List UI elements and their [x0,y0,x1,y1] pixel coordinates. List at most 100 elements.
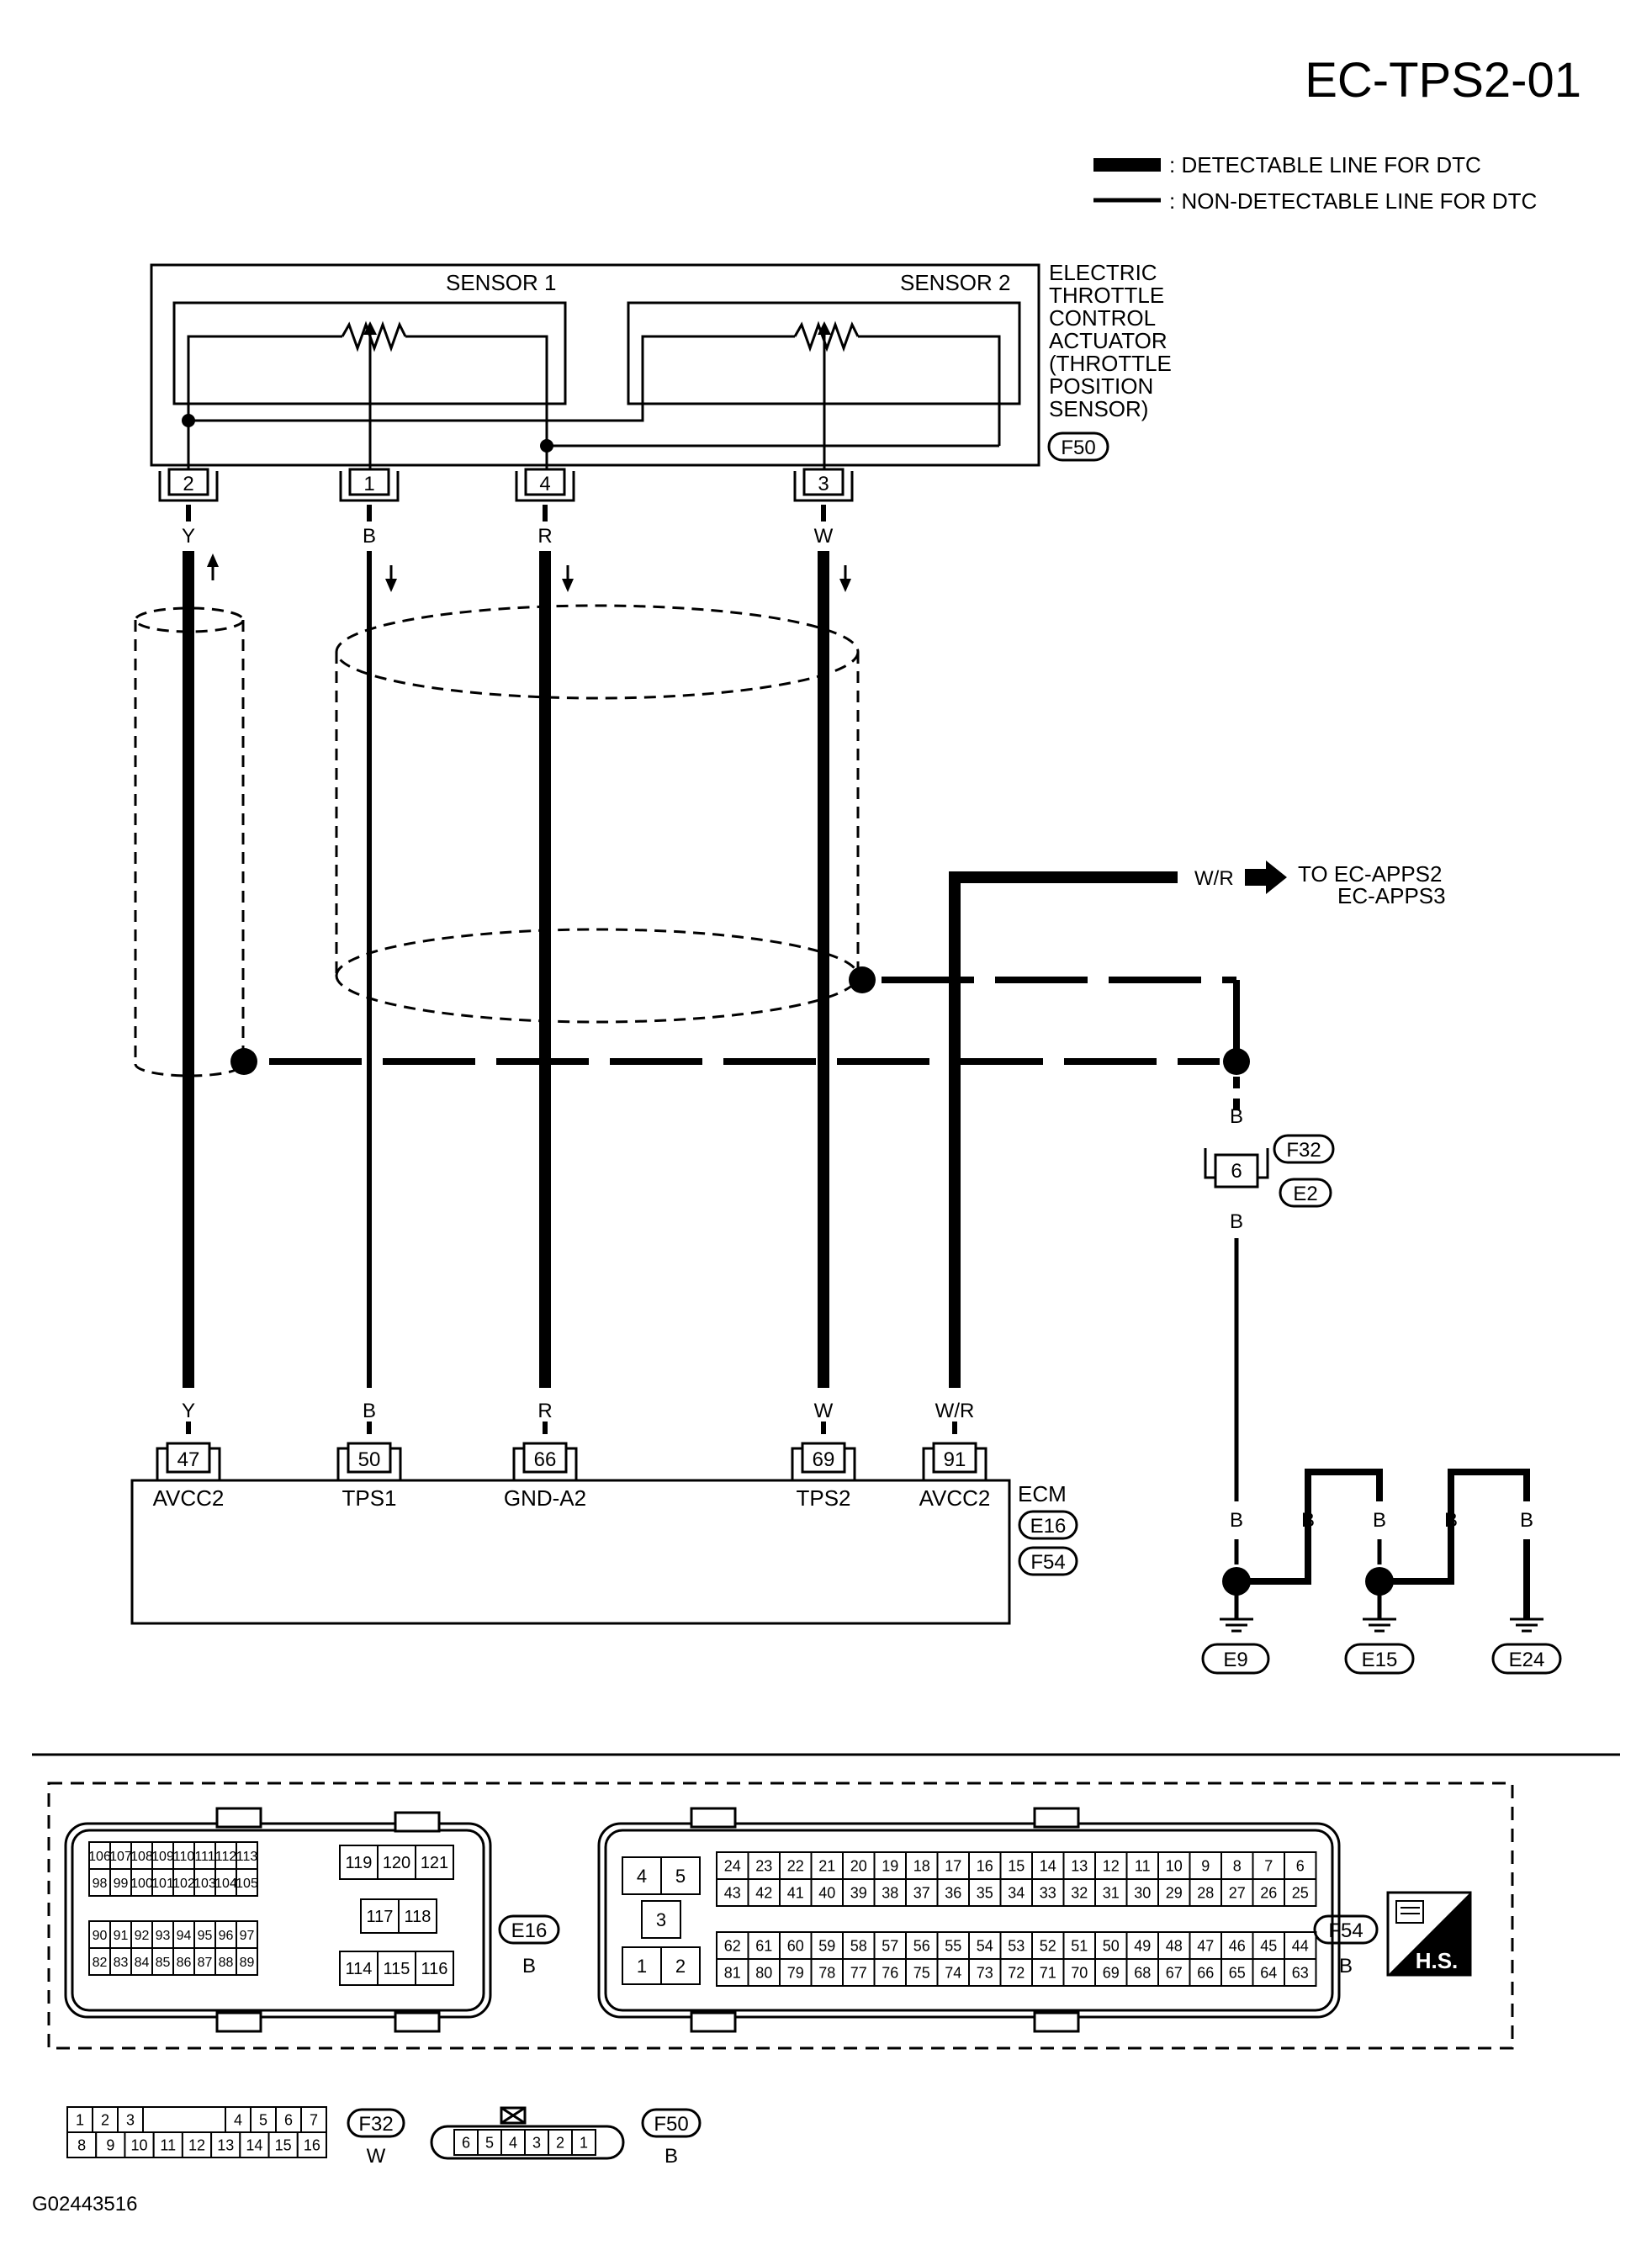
actuator-name-line1: ELECTRIC [1049,260,1157,285]
ecm-terminal-47: 47 [177,1448,200,1471]
f54-pin-54-label: 54 [977,1937,993,1954]
f32-pin-7: 7 [300,2106,327,2133]
ground-wire-color-3: B [1373,1509,1386,1532]
f54-pin-53-label: 53 [1008,1937,1025,1954]
f54-pin-19-label: 19 [882,1857,898,1874]
f54-pin-16-label: 16 [977,1857,993,1874]
sensor1-label: SENSOR 1 [446,270,557,295]
connector-tag-f50 [1047,431,1109,462]
e16-pin-112-label: 112 [215,1850,237,1864]
f54-pin-10: 10 [1157,1851,1191,1880]
f50-pin-3: 3 [524,2129,549,2156]
ecm-pin-name-gnd-a2: GND-A2 [504,1485,586,1511]
f54-pin-33: 33 [1031,1878,1065,1907]
connector-tag-f54-label: F54 [1030,1551,1065,1574]
f54-pin-77: 77 [842,1958,876,1987]
f54-pin-3: 3 [641,1900,681,1939]
f54-pin-30: 30 [1125,1878,1159,1907]
f54-pin-42-label: 42 [755,1884,772,1901]
shield-splice-node [1223,1048,1250,1075]
e16-pin-117: 117 [360,1898,400,1934]
ecm-wire-color-69: W [814,1400,834,1422]
f54-pin-80: 80 [747,1958,781,1987]
e16-pin-88-label: 88 [219,1956,234,1970]
e16-pin-99: 99 [109,1868,132,1897]
f54-pin-43: 43 [716,1878,749,1907]
e16-pin-99-label: 99 [114,1877,129,1891]
f50-pin-4-label: 4 [509,2134,517,2151]
f54-pin-60: 60 [779,1931,813,1960]
legend-detectable-label: : DETECTABLE LINE FOR DTC [1169,152,1481,177]
f54-pin-44: 44 [1284,1931,1317,1960]
f54-pin-40-label: 40 [818,1884,835,1901]
f54-pin-15: 15 [999,1851,1033,1880]
hs-label: H.S. [1416,1948,1459,1973]
ground-wire-color-2: B [1301,1509,1315,1532]
actuator-name-line5: (THROTTLE [1049,351,1172,376]
e16-pin-114-label: 114 [346,1960,373,1978]
e16-pin-82-label: 82 [93,1956,108,1970]
throttle-actuator [150,263,1040,471]
f32-pin-11: 11 [152,2131,183,2158]
e16-pin-111-label: 111 [194,1850,214,1864]
f54-pin-17: 17 [936,1851,970,1880]
e16-pin-108: 108 [130,1841,153,1870]
e16-pin-88: 88 [214,1947,237,1976]
f54-pin-75: 75 [905,1958,939,1987]
f54-pin-41: 41 [779,1878,813,1907]
f54-pin-18-label: 18 [913,1857,930,1874]
f32-pin-14-label: 14 [246,2136,262,2153]
f32-pin-2: 2 [92,2106,119,2133]
connector-tag-e2 [1279,1178,1332,1208]
e16-pin-118: 118 [398,1898,437,1934]
e16-pin-87: 87 [193,1947,216,1976]
f54-pin-24: 24 [716,1851,749,1880]
f54-pin-65-label: 65 [1229,1964,1246,1981]
connector-view-tag-f50 [641,2108,702,2138]
ground-tag-e15 [1344,1643,1415,1675]
ecm-terminal-connectors [156,1442,987,1480]
e16-pin-92: 92 [130,1920,153,1949]
ground-wire-color-4: B [1444,1509,1458,1532]
f32-pin-12-label: 12 [188,2136,205,2153]
f32-pin-4-label: 4 [234,2111,242,2128]
actuator-name-line7: SENSOR) [1049,396,1148,421]
ground-label-e15: E15 [1362,1649,1398,1671]
f54-pin-38: 38 [873,1878,907,1907]
e16-pin-92-label: 92 [135,1929,150,1943]
f32-pin-3-label: 3 [126,2111,135,2128]
ground-wire-color-5: B [1520,1509,1533,1532]
signal-arrows [207,553,851,592]
e16-pin-102-label: 102 [172,1877,195,1891]
e16-pin-90-label: 90 [93,1929,108,1943]
diagram-code: EC-TPS2-01 [1305,53,1581,108]
shield-left-ground-node [230,1048,257,1075]
f54-pin-36-label: 36 [945,1884,961,1901]
f54-pin-58-label: 58 [850,1937,867,1954]
f32-pin-5-label: 5 [259,2111,267,2128]
e16-pin-89: 89 [236,1947,258,1976]
connector-view-tag-e16 [498,1914,560,1945]
e16-pin-85-label: 85 [156,1956,171,1970]
e16-pin-109: 109 [151,1841,174,1870]
f54-pin-66: 66 [1189,1958,1222,1987]
f32-pin-10: 10 [124,2131,155,2158]
f32-key [142,2106,226,2133]
f54-pin-7: 7 [1252,1851,1285,1880]
f54-pin-23: 23 [747,1851,781,1880]
f54-pin-65: 65 [1220,1958,1254,1987]
ecm-wire-color-66: R [537,1400,552,1422]
e16-pin-104: 104 [214,1868,237,1897]
f54-pin-41-label: 41 [787,1884,804,1901]
f54-pin-30-label: 30 [1134,1884,1151,1901]
e16-pin-83: 83 [109,1947,132,1976]
f32-pin-12: 12 [181,2131,213,2158]
e16-pin-107: 107 [109,1841,132,1870]
f54-pin-61: 61 [747,1931,781,1960]
f50-pin-3-label: 3 [532,2134,541,2151]
f54-pin-52: 52 [1031,1931,1065,1960]
e16-pin-96: 96 [214,1920,237,1949]
e16-pin-120-label: 120 [383,1854,410,1872]
